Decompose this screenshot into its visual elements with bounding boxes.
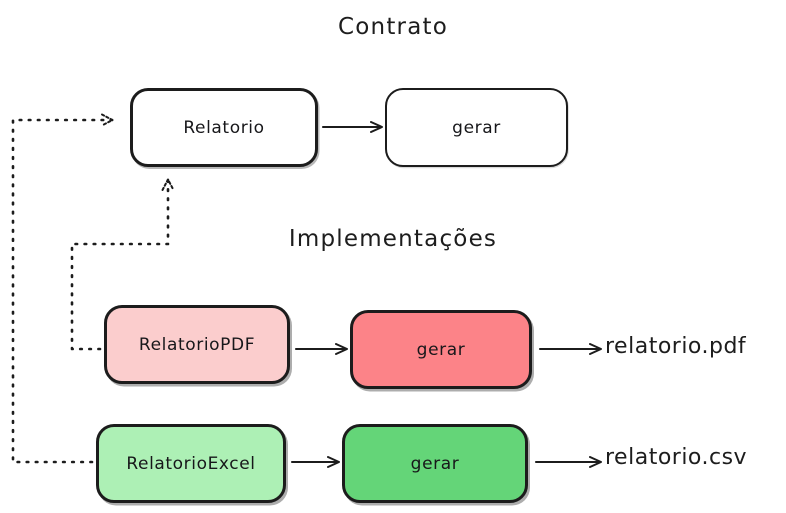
output-label-relatorio-csv: relatorio.csv (605, 445, 748, 470)
section-heading-contrato: Contrato (338, 14, 448, 40)
node-relatoriopdf[interactable]: RelatorioPDF (104, 305, 290, 384)
node-relatorioexcel[interactable]: RelatorioExcel (96, 424, 286, 503)
edge-implements-excel (11, 120, 112, 464)
section-heading-implementacoes: Implementações (288, 226, 498, 252)
node-gerar-pdf[interactable]: gerar (350, 310, 532, 389)
node-relatorio[interactable]: Relatorio (130, 88, 318, 167)
node-gerar-excel[interactable]: gerar (342, 424, 528, 503)
node-gerar-interface[interactable]: gerar (385, 88, 568, 167)
output-label-relatorio-pdf: relatorio.pdf (605, 334, 747, 359)
